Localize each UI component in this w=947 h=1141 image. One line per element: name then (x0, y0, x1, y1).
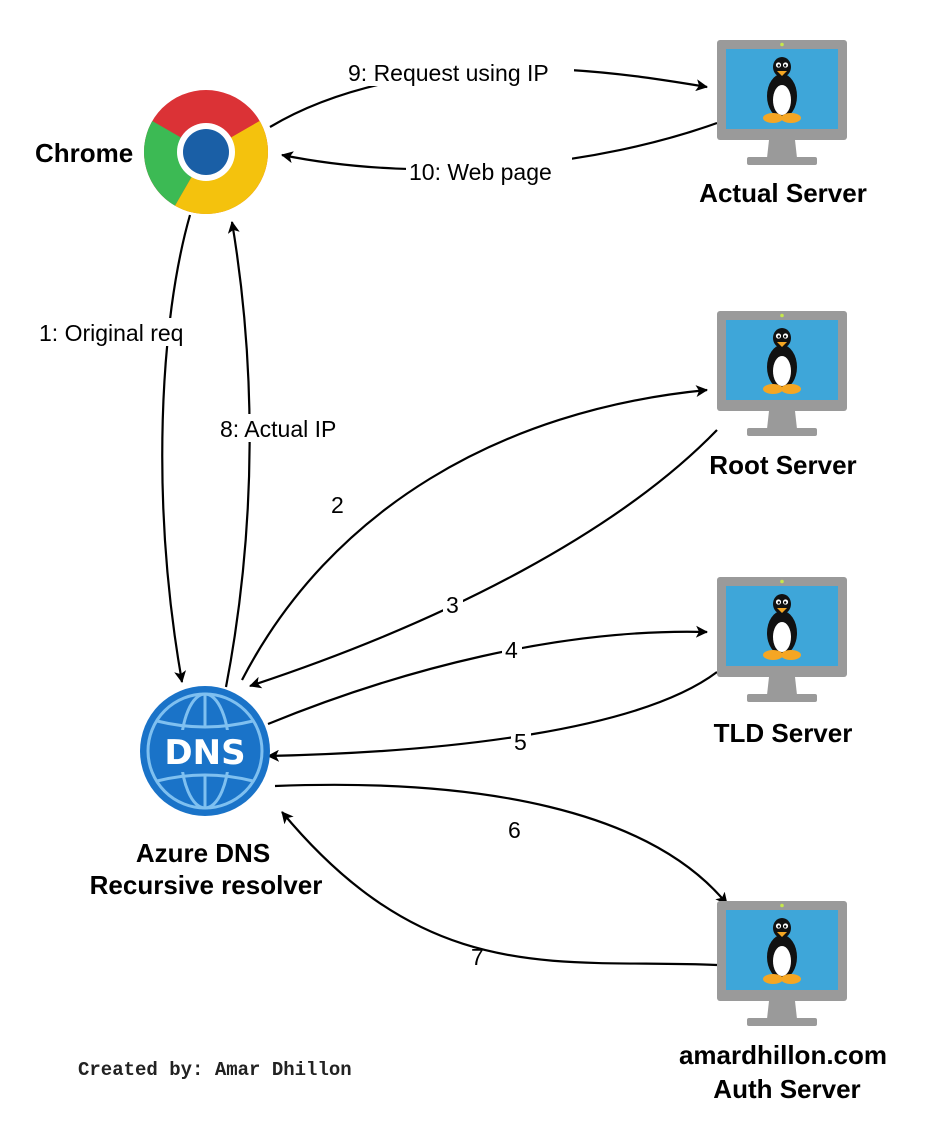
chrome-label: Chrome (35, 138, 133, 168)
tld-server-label: TLD Server (714, 718, 853, 748)
root-server-node: Root Server (709, 311, 857, 480)
linux-monitor-icon (717, 901, 847, 1026)
dns-icon-text: DNS (164, 733, 245, 773)
auth-server-label-line1: amardhillon.com (679, 1040, 887, 1070)
edge-label-9: 9: Request using IP (348, 60, 549, 86)
tld-server-node: TLD Server (714, 577, 853, 748)
chrome-node: Chrome (35, 90, 268, 215)
root-server-label: Root Server (709, 450, 856, 480)
edge-1-original-req (161, 214, 192, 683)
dns-label-line2: Recursive resolver (90, 870, 323, 900)
actual-server-label: Actual Server (699, 178, 867, 208)
dns-node: DNS Azure DNS Recursive resolver (90, 686, 323, 900)
auth-server-label-line2: Auth Server (713, 1074, 860, 1104)
edge-label-4: 4 (505, 637, 518, 663)
edge-label-6: 6 (508, 817, 521, 843)
dns-label-line1: Azure DNS (136, 838, 270, 868)
edge-7 (281, 811, 718, 967)
edge-2 (241, 385, 708, 681)
edge-6 (274, 783, 728, 905)
chrome-icon (143, 90, 268, 215)
linux-monitor-icon (717, 577, 847, 702)
edge-3 (249, 429, 718, 689)
edge-5 (267, 671, 718, 762)
edge-label-1: 1: Original req (39, 320, 183, 346)
edge-label-10: 10: Web page (409, 159, 552, 185)
linux-monitor-icon (717, 311, 847, 436)
edge-label-5: 5 (514, 729, 527, 755)
creator-credit: Created by: Amar Dhillon (78, 1059, 352, 1081)
dns-globe-icon: DNS (140, 686, 270, 816)
auth-server-node: amardhillon.com Auth Server (679, 901, 887, 1104)
edge-label-7: 7 (471, 944, 484, 970)
edge-labels: 9: Request using IP 10: Web page 1: Orig… (38, 58, 574, 970)
edges (161, 67, 728, 967)
edge-label-8: 8: Actual IP (220, 416, 336, 442)
edge-label-2: 2 (331, 492, 344, 518)
actual-server-node: Actual Server (699, 40, 867, 208)
edge-4 (267, 625, 708, 726)
edge-8-actual-ip (224, 221, 251, 688)
edge-label-3: 3 (446, 592, 459, 618)
linux-monitor-icon (717, 40, 847, 165)
